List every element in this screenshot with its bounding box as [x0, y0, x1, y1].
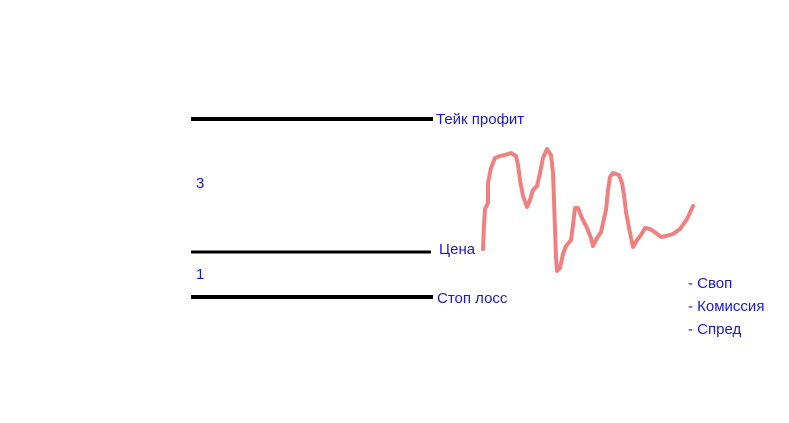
price-label: Цена: [439, 241, 476, 258]
cost-item-swap: - Своп: [688, 275, 733, 292]
cost-item-commission: - Комиссия: [688, 298, 765, 315]
trading-costs-list: - Своп - Комиссия - Спред: [688, 272, 764, 341]
stop-loss-label: Стоп лосс: [437, 290, 508, 307]
reward-ratio-label: 3: [196, 175, 205, 192]
take-profit-label: Тейк профит: [436, 111, 525, 128]
risk-ratio-label: 1: [196, 266, 205, 283]
cost-item-spread: - Спред: [688, 321, 742, 338]
price-movement-squiggle: [481, 147, 695, 273]
